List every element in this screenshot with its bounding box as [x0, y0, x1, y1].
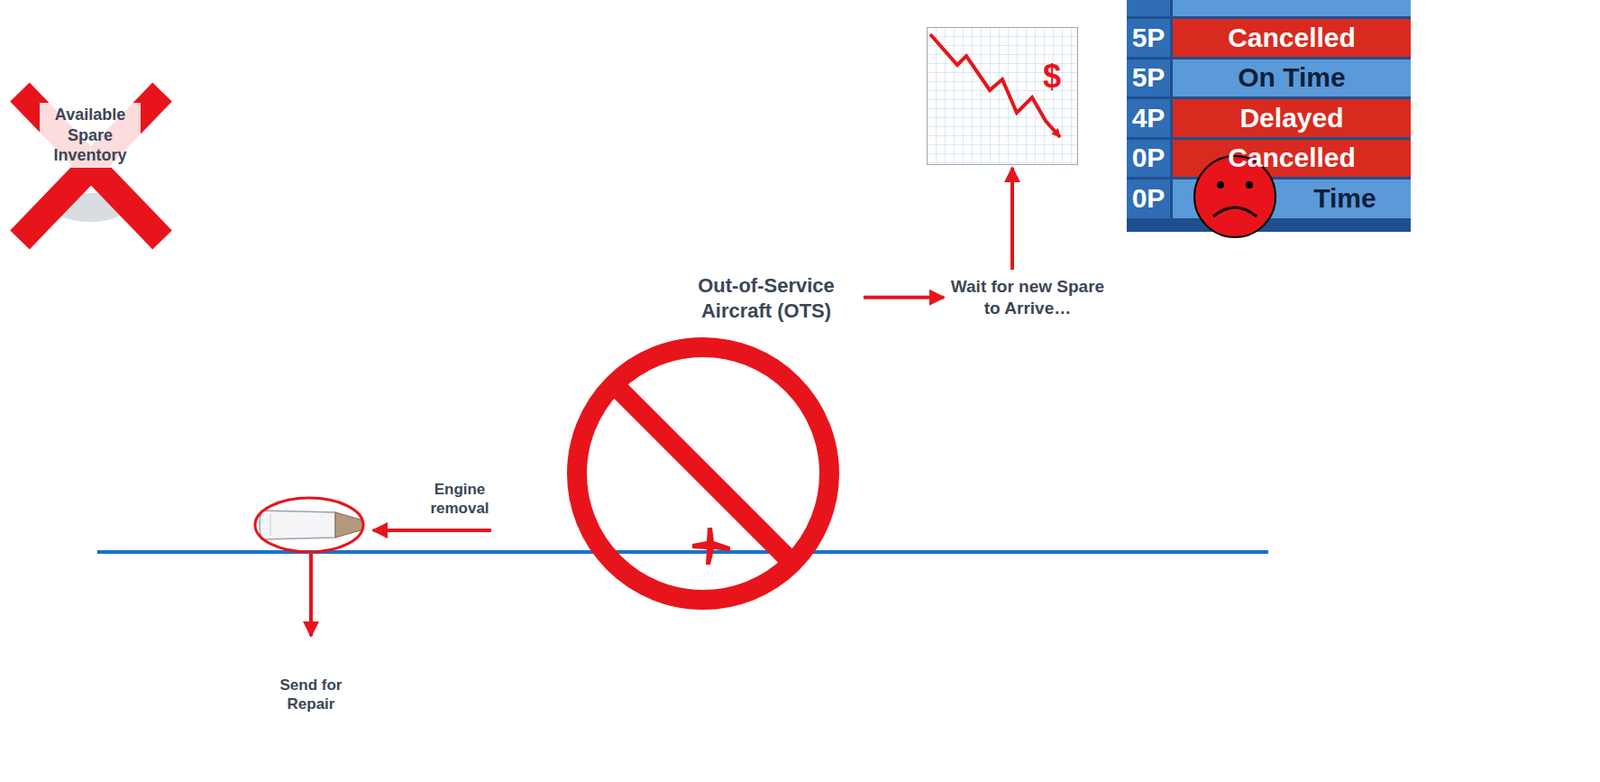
arrow-label: Send for Repair [265, 675, 357, 714]
arrow-label: Engine removal [418, 479, 502, 519]
flow-arrow [1010, 167, 1015, 270]
status-cell: Delayed [1172, 100, 1411, 136]
cross-mark [19, 91, 163, 240]
node-text: Out-of-Service Aircraft (OTS) [675, 273, 858, 323]
flow-arrow [863, 295, 944, 300]
time-cell: 0P [1126, 181, 1171, 216]
time-cell: 5P [1126, 20, 1171, 55]
crossed-out-label: Available Spare Inventory [39, 102, 141, 168]
chart-symbol: $ [1042, 60, 1061, 93]
status-cell: Cancelled [1172, 20, 1411, 55]
removal-arrow [373, 528, 492, 532]
revenue-chart [926, 27, 1079, 165]
engine-icon [255, 497, 365, 552]
chart-box: $ [926, 27, 1079, 165]
timeline [97, 549, 1269, 554]
status-cell: Cancelled [1172, 140, 1411, 175]
time-cell: 4P [1126, 100, 1171, 136]
status-cell: On Time [1172, 60, 1411, 95]
node-text: Wait for new Spare to Arrive… [950, 275, 1106, 320]
prohibition-sign [576, 347, 830, 600]
time-cell: 0P [1126, 140, 1171, 175]
state-text: Wait for new Spare to Arrive… [946, 272, 1109, 323]
state-text: Out-of-Service Aircraft (OTS) [671, 269, 861, 327]
repair-arrow [309, 553, 313, 636]
status-cell: Time [1290, 181, 1399, 216]
time-cell: 5P [1126, 60, 1171, 95]
